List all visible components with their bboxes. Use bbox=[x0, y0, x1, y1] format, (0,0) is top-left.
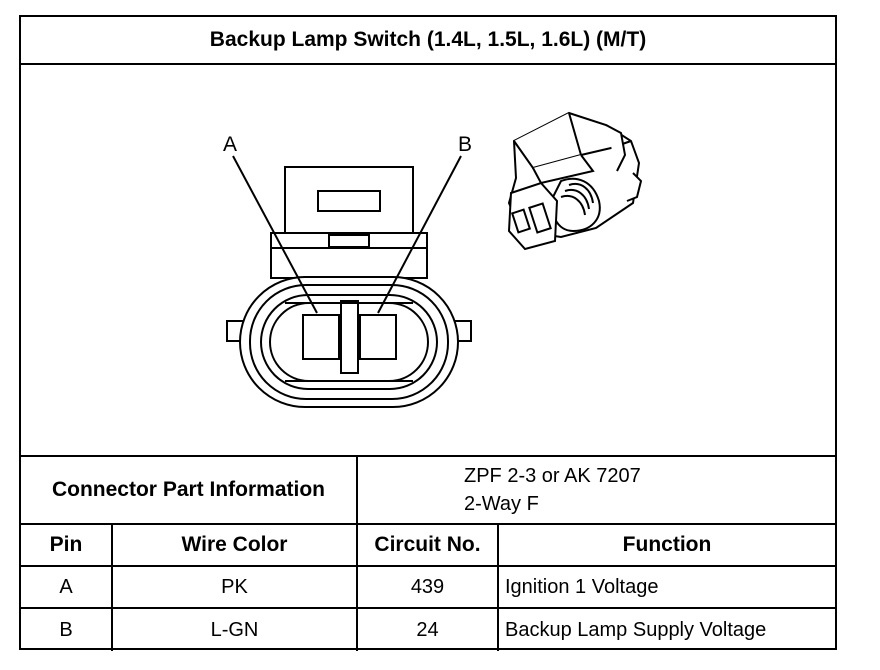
pin-cell: B bbox=[21, 609, 113, 651]
pin-label-b: B bbox=[458, 133, 472, 156]
table-row: A PK 439 Ignition 1 Voltage bbox=[21, 567, 835, 609]
wire-color-cell: PK bbox=[113, 567, 358, 607]
connector-face-drawing: A B bbox=[223, 111, 643, 408]
header-function: Function bbox=[622, 533, 712, 556]
circuit-cell: 24 bbox=[358, 609, 499, 651]
latch-housing bbox=[284, 166, 414, 243]
page-title: Backup Lamp Switch (1.4L, 1.5L, 1.6L) (M… bbox=[21, 17, 835, 65]
function-cell: Backup Lamp Supply Voltage bbox=[505, 618, 767, 641]
center-rib bbox=[340, 300, 359, 374]
circuit-cell: 439 bbox=[358, 567, 499, 607]
pin-label-a: A bbox=[223, 133, 237, 156]
pinout-table: Connector Part Information ZPF 2-3 or AK… bbox=[21, 455, 835, 651]
part-info-row: Connector Part Information ZPF 2-3 or AK… bbox=[21, 457, 835, 525]
part-number: ZPF 2-3 or AK 7207 bbox=[464, 465, 641, 487]
connector-diagram: A B bbox=[21, 63, 835, 455]
table-row: B L-GN 24 Backup Lamp Supply Voltage bbox=[21, 609, 835, 651]
inner-shell bbox=[249, 284, 449, 400]
header-pin: Pin bbox=[21, 525, 113, 565]
latch-window bbox=[317, 190, 381, 212]
pin-a-leader bbox=[232, 155, 318, 314]
connector-type: 2-Way F bbox=[464, 493, 539, 515]
function-cell: Ignition 1 Voltage bbox=[505, 575, 659, 598]
header-wire-color: Wire Color bbox=[113, 525, 358, 565]
pin-cell: A bbox=[21, 567, 113, 607]
connector-illustration bbox=[507, 111, 643, 251]
connector-diagram-frame: Backup Lamp Switch (1.4L, 1.5L, 1.6L) (M… bbox=[19, 15, 837, 651]
part-info-value: ZPF 2-3 or AK 7207 2-Way F bbox=[358, 457, 835, 523]
wire-color-cell: L-GN bbox=[113, 609, 358, 651]
table-header-row: Pin Wire Color Circuit No. Function bbox=[21, 525, 835, 567]
pin-b-leader bbox=[377, 155, 462, 314]
header-circuit-no: Circuit No. bbox=[358, 525, 499, 565]
cavity-a bbox=[302, 314, 340, 360]
part-info-label: Connector Part Information bbox=[21, 457, 358, 523]
latch-base bbox=[270, 232, 428, 279]
cavity-b bbox=[359, 314, 397, 360]
seal-ring bbox=[260, 294, 438, 390]
